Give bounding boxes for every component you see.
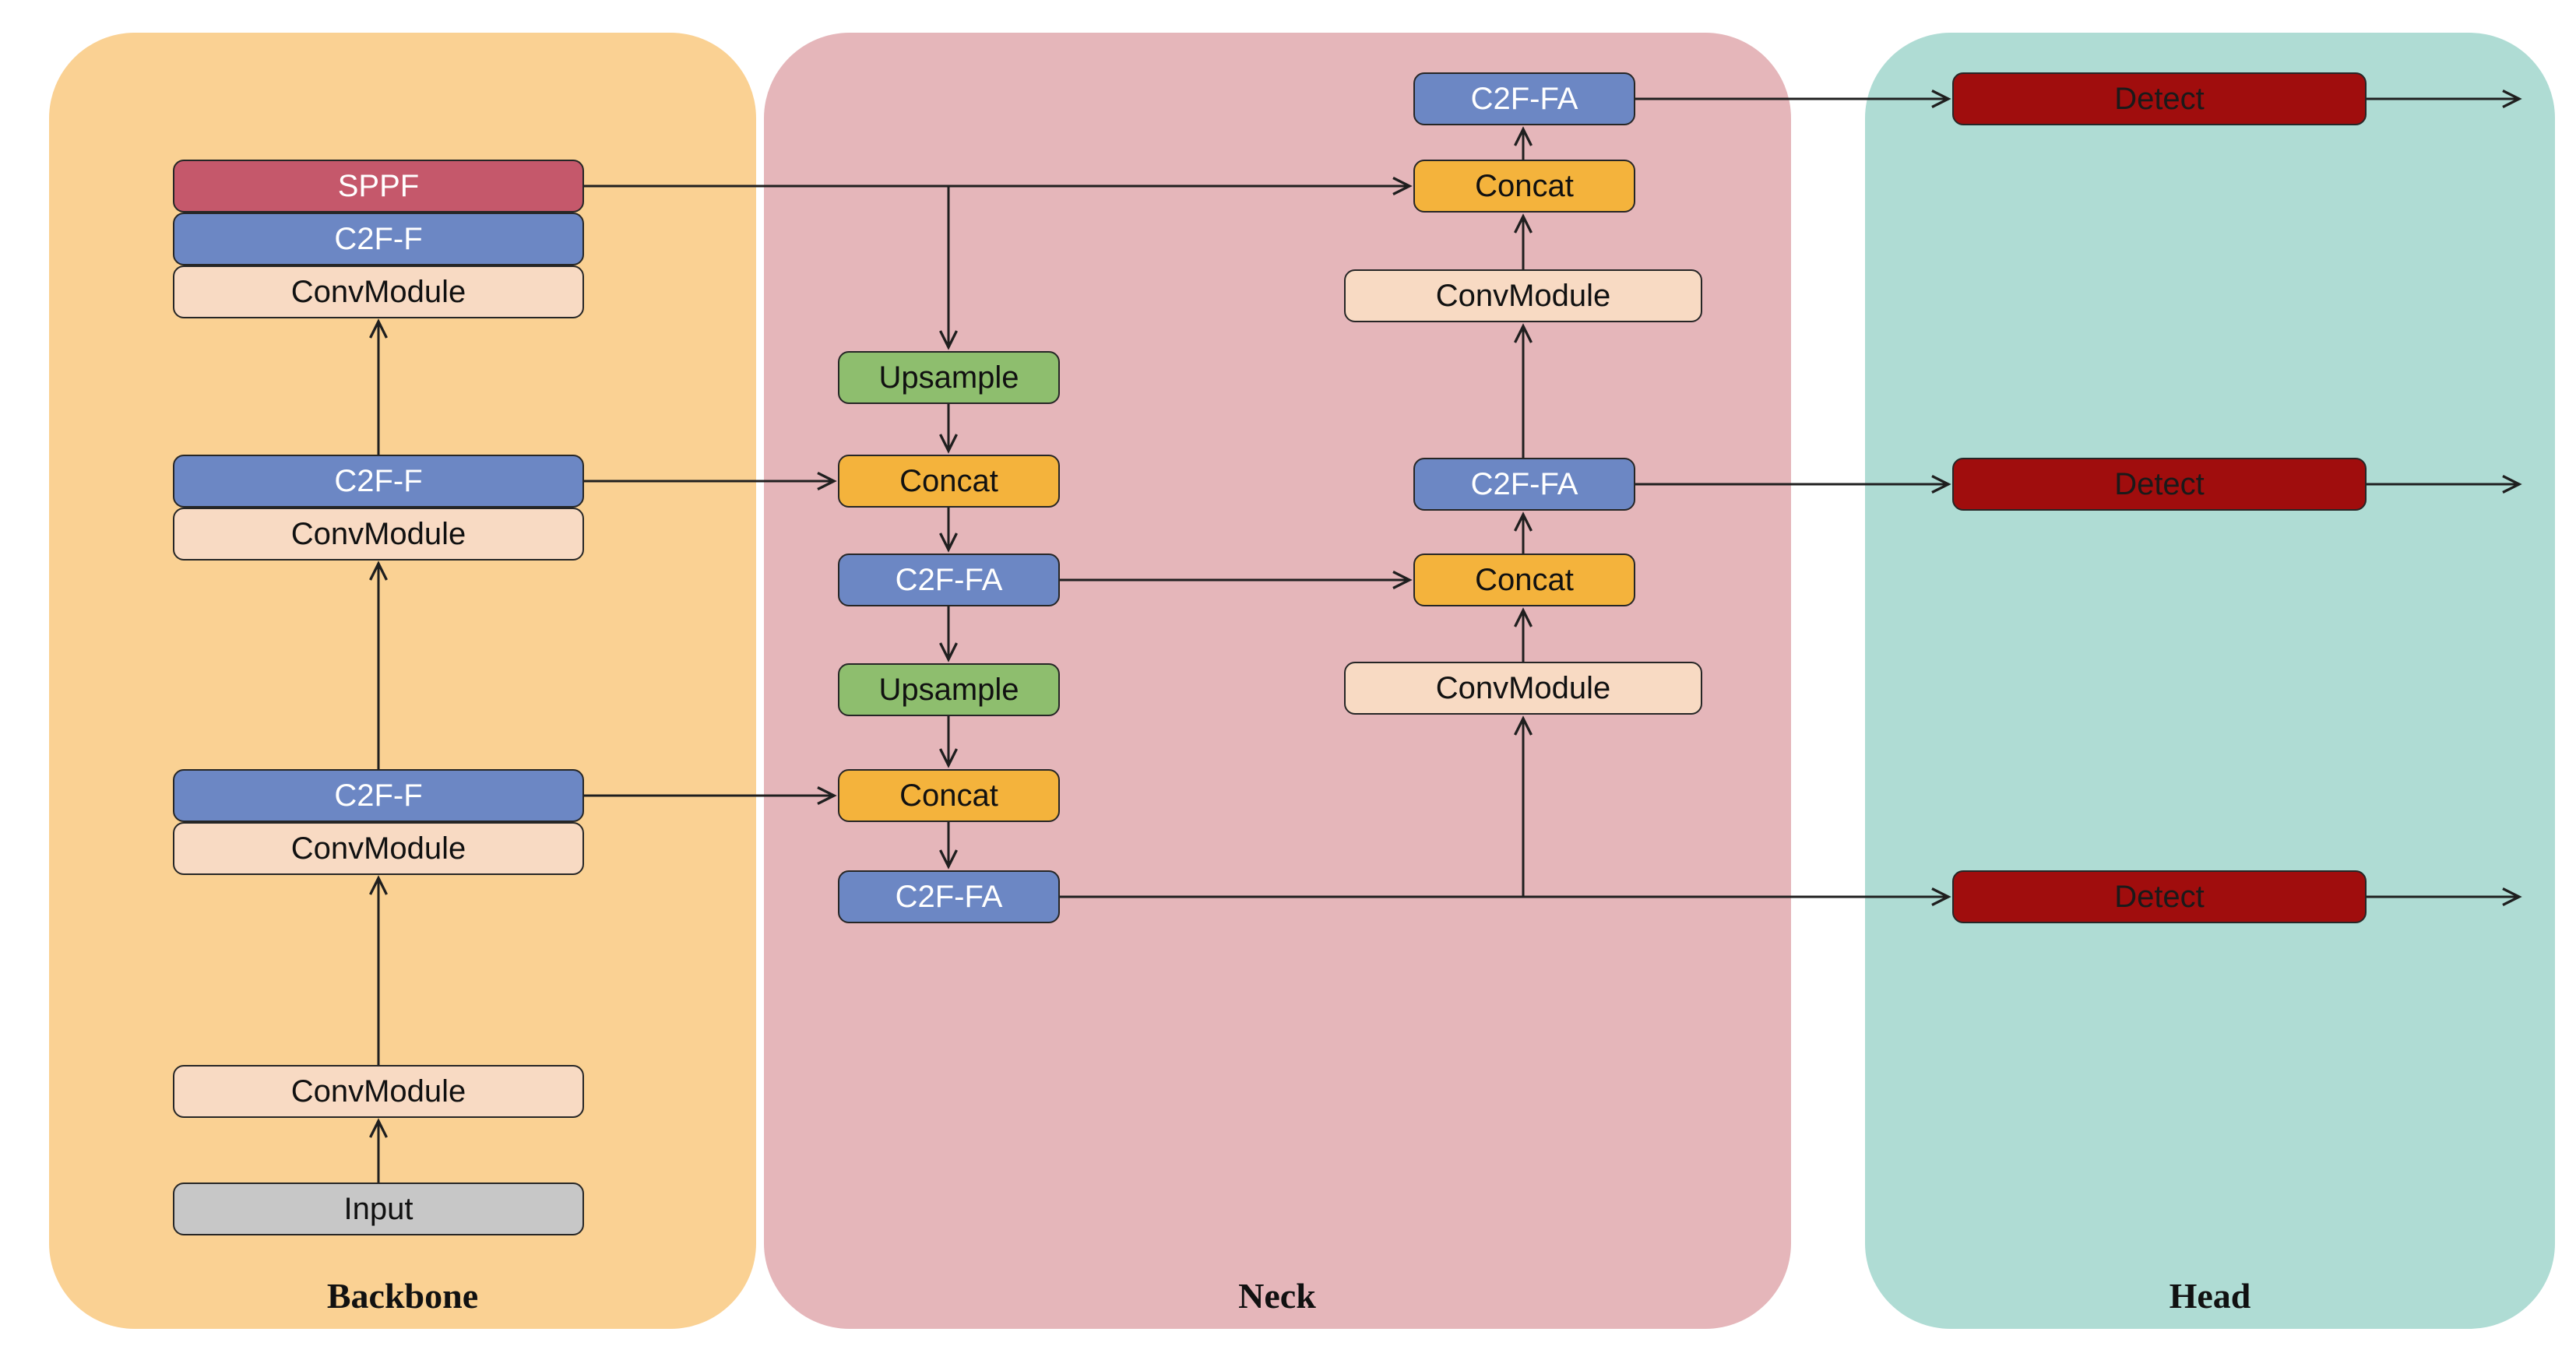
node-concat-mid: Concat [1413, 553, 1635, 606]
node-convmodule-2: ConvModule [173, 508, 584, 561]
node-convmodule-bottom: ConvModule [1344, 662, 1702, 715]
node-input: Input [173, 1183, 584, 1235]
head-panel [1865, 33, 2555, 1329]
node-c2f-fa-2: C2F-FA [838, 870, 1060, 923]
node-c2f-f-3: C2F-F [173, 769, 584, 822]
node-c2f-fa-mid: C2F-FA [1413, 458, 1635, 511]
node-convmodule-3: ConvModule [173, 822, 584, 875]
node-convmodule-1: ConvModule [173, 265, 584, 318]
node-concat-2: Concat [838, 769, 1060, 822]
node-c2f-fa-1: C2F-FA [838, 553, 1060, 606]
backbone-label: Backbone [326, 1276, 479, 1316]
node-detect-top: Detect [1952, 72, 2367, 125]
node-detect-mid: Detect [1952, 458, 2367, 511]
node-convmodule-top: ConvModule [1344, 269, 1702, 322]
node-concat-1: Concat [838, 455, 1060, 508]
head-label: Head [2169, 1276, 2251, 1316]
node-upsample-1: Upsample [838, 351, 1060, 404]
neck-label: Neck [1238, 1276, 1316, 1316]
node-concat-top: Concat [1413, 160, 1635, 213]
node-c2f-f-2: C2F-F [173, 455, 584, 508]
node-c2f-fa-top: C2F-FA [1413, 72, 1635, 125]
node-convmodule-4: ConvModule [173, 1065, 584, 1118]
node-upsample-2: Upsample [838, 663, 1060, 716]
node-c2f-f-1: C2F-F [173, 213, 584, 265]
node-detect-bottom: Detect [1952, 870, 2367, 923]
node-sppf: SPPF [173, 160, 584, 213]
